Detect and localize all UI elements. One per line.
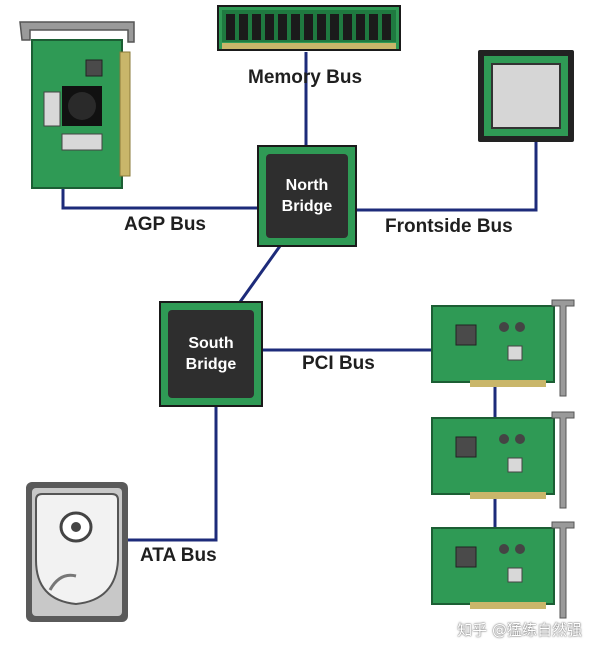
agp-graphics-card-icon <box>19 21 135 189</box>
agp-bus-line <box>61 188 258 210</box>
pci-bus-label: PCI Bus <box>302 353 375 374</box>
ata-bus-line <box>128 405 218 542</box>
frontside-bus-line <box>356 142 538 212</box>
north-bridge-chip <box>257 145 357 247</box>
frontside-bus-label: Frontside Bus <box>385 216 513 237</box>
bus-lines <box>61 52 538 542</box>
watermark: 知乎 @猛练自然强 <box>457 621 582 639</box>
south-bridge-chip <box>159 301 263 407</box>
north-bridge-label: North Bridge <box>266 175 348 217</box>
pci-expansion-card-icon <box>431 411 575 509</box>
south-bridge-label: South Bridge <box>168 333 254 375</box>
pci-expansion-card-icon <box>431 299 575 397</box>
north-south-link-line <box>238 245 282 303</box>
ram-module-icon <box>217 5 401 51</box>
ata-bus-label: ATA Bus <box>140 545 217 566</box>
hard-drive-icon <box>26 482 128 622</box>
north-bridge-label-line2: Bridge <box>281 198 333 215</box>
pci-expansion-card-icon <box>431 521 575 619</box>
cpu-icon <box>478 50 574 142</box>
agp-bus-label: AGP Bus <box>124 214 207 235</box>
south-bridge-label-line2: Bridge <box>185 356 237 373</box>
north-bridge-label-line1: North <box>285 177 329 194</box>
memory-bus-label: Memory Bus <box>248 67 363 88</box>
south-bridge-label-line1: South <box>188 335 234 352</box>
